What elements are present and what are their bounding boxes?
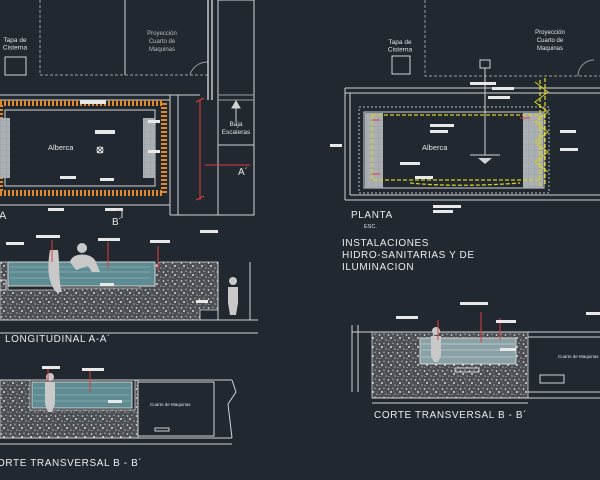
section-transversal-left: Cuarto de Maquinas ORTE TRANSVERSAL B - … <box>0 366 237 469</box>
plan-scale-label: ESC. <box>364 224 377 230</box>
left-pool-label: Alberca <box>48 143 74 152</box>
longitudinal-title: LONGITUDINAL A-A´ <box>5 333 111 345</box>
left-transversal-title: ORTE TRANSVERSAL B - B´ <box>0 457 142 469</box>
right-transversal-machine-room-label: Cuarto de Maquinas <box>558 354 599 359</box>
section-mark-a: A´ <box>238 166 248 178</box>
section-longitudinal: LONGITUDINAL A-A´ <box>0 230 258 345</box>
left-transversal-machine-room-label: Cuarto de Maquinas <box>150 402 191 407</box>
right-pool-label: Alberca <box>422 143 448 152</box>
plan-edge-letter: A <box>0 210 7 222</box>
plan-view-title: PLANTA <box>351 210 393 221</box>
section-transversal-right: Cuarto de Maquinas CORTE TRANSVERSAL B -… <box>351 302 600 421</box>
right-transversal-title: CORTE TRANSVERSAL B - B´ <box>374 409 527 421</box>
section-mark-b: B´ <box>112 216 122 228</box>
